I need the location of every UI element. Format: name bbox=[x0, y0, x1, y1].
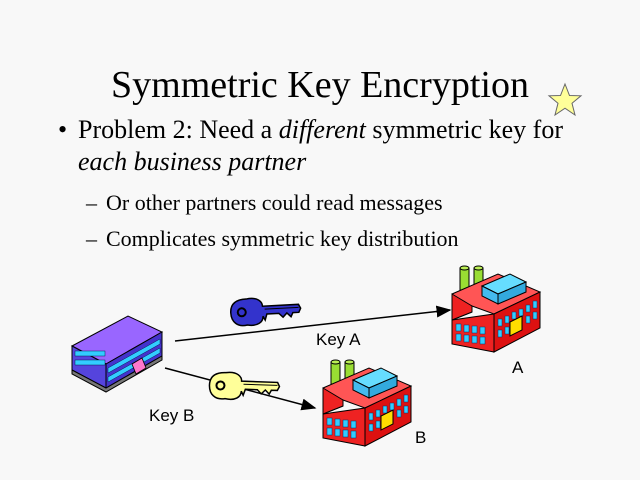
sub-bullet-text: Or other partners could read messages bbox=[106, 190, 443, 215]
sub-bullet-marker: – bbox=[86, 226, 97, 251]
key-b-icon bbox=[208, 370, 281, 403]
sub-bullet: –Complicates symmetric key distribution bbox=[86, 226, 459, 252]
slide-title: Symmetric Key Encryption bbox=[111, 64, 529, 106]
bullet-text: Problem 2: Need a different symmetric ke… bbox=[78, 114, 598, 178]
sub-bullet: –Or other partners could read messages bbox=[86, 190, 443, 216]
sub-bullet-text: Complicates symmetric key distribution bbox=[106, 226, 459, 251]
bullet-text-emphasis: different bbox=[278, 115, 366, 144]
bullet-problem-2: • Problem 2: Need a different symmetric … bbox=[58, 114, 598, 178]
sender-building-icon bbox=[70, 315, 164, 393]
key-a-label: Key A bbox=[316, 330, 361, 349]
partner-b-label: B bbox=[415, 428, 426, 447]
sub-bullet-marker: – bbox=[86, 190, 97, 215]
partner-b-factory-icon bbox=[322, 359, 412, 447]
bullet-text-part: Problem 2: Need a bbox=[78, 115, 279, 144]
partner-a-label: A bbox=[512, 358, 524, 377]
bullet-text-emphasis: each business partner bbox=[78, 147, 307, 176]
bullet-text-part: symmetric key for bbox=[365, 115, 563, 144]
arrow-to-partner-a bbox=[174, 305, 452, 342]
key-a-icon bbox=[229, 294, 303, 328]
bullet-marker: • bbox=[58, 115, 68, 144]
partner-a-factory-icon bbox=[451, 265, 541, 353]
star-icon bbox=[547, 82, 583, 117]
key-b-label: Key B bbox=[149, 406, 194, 425]
